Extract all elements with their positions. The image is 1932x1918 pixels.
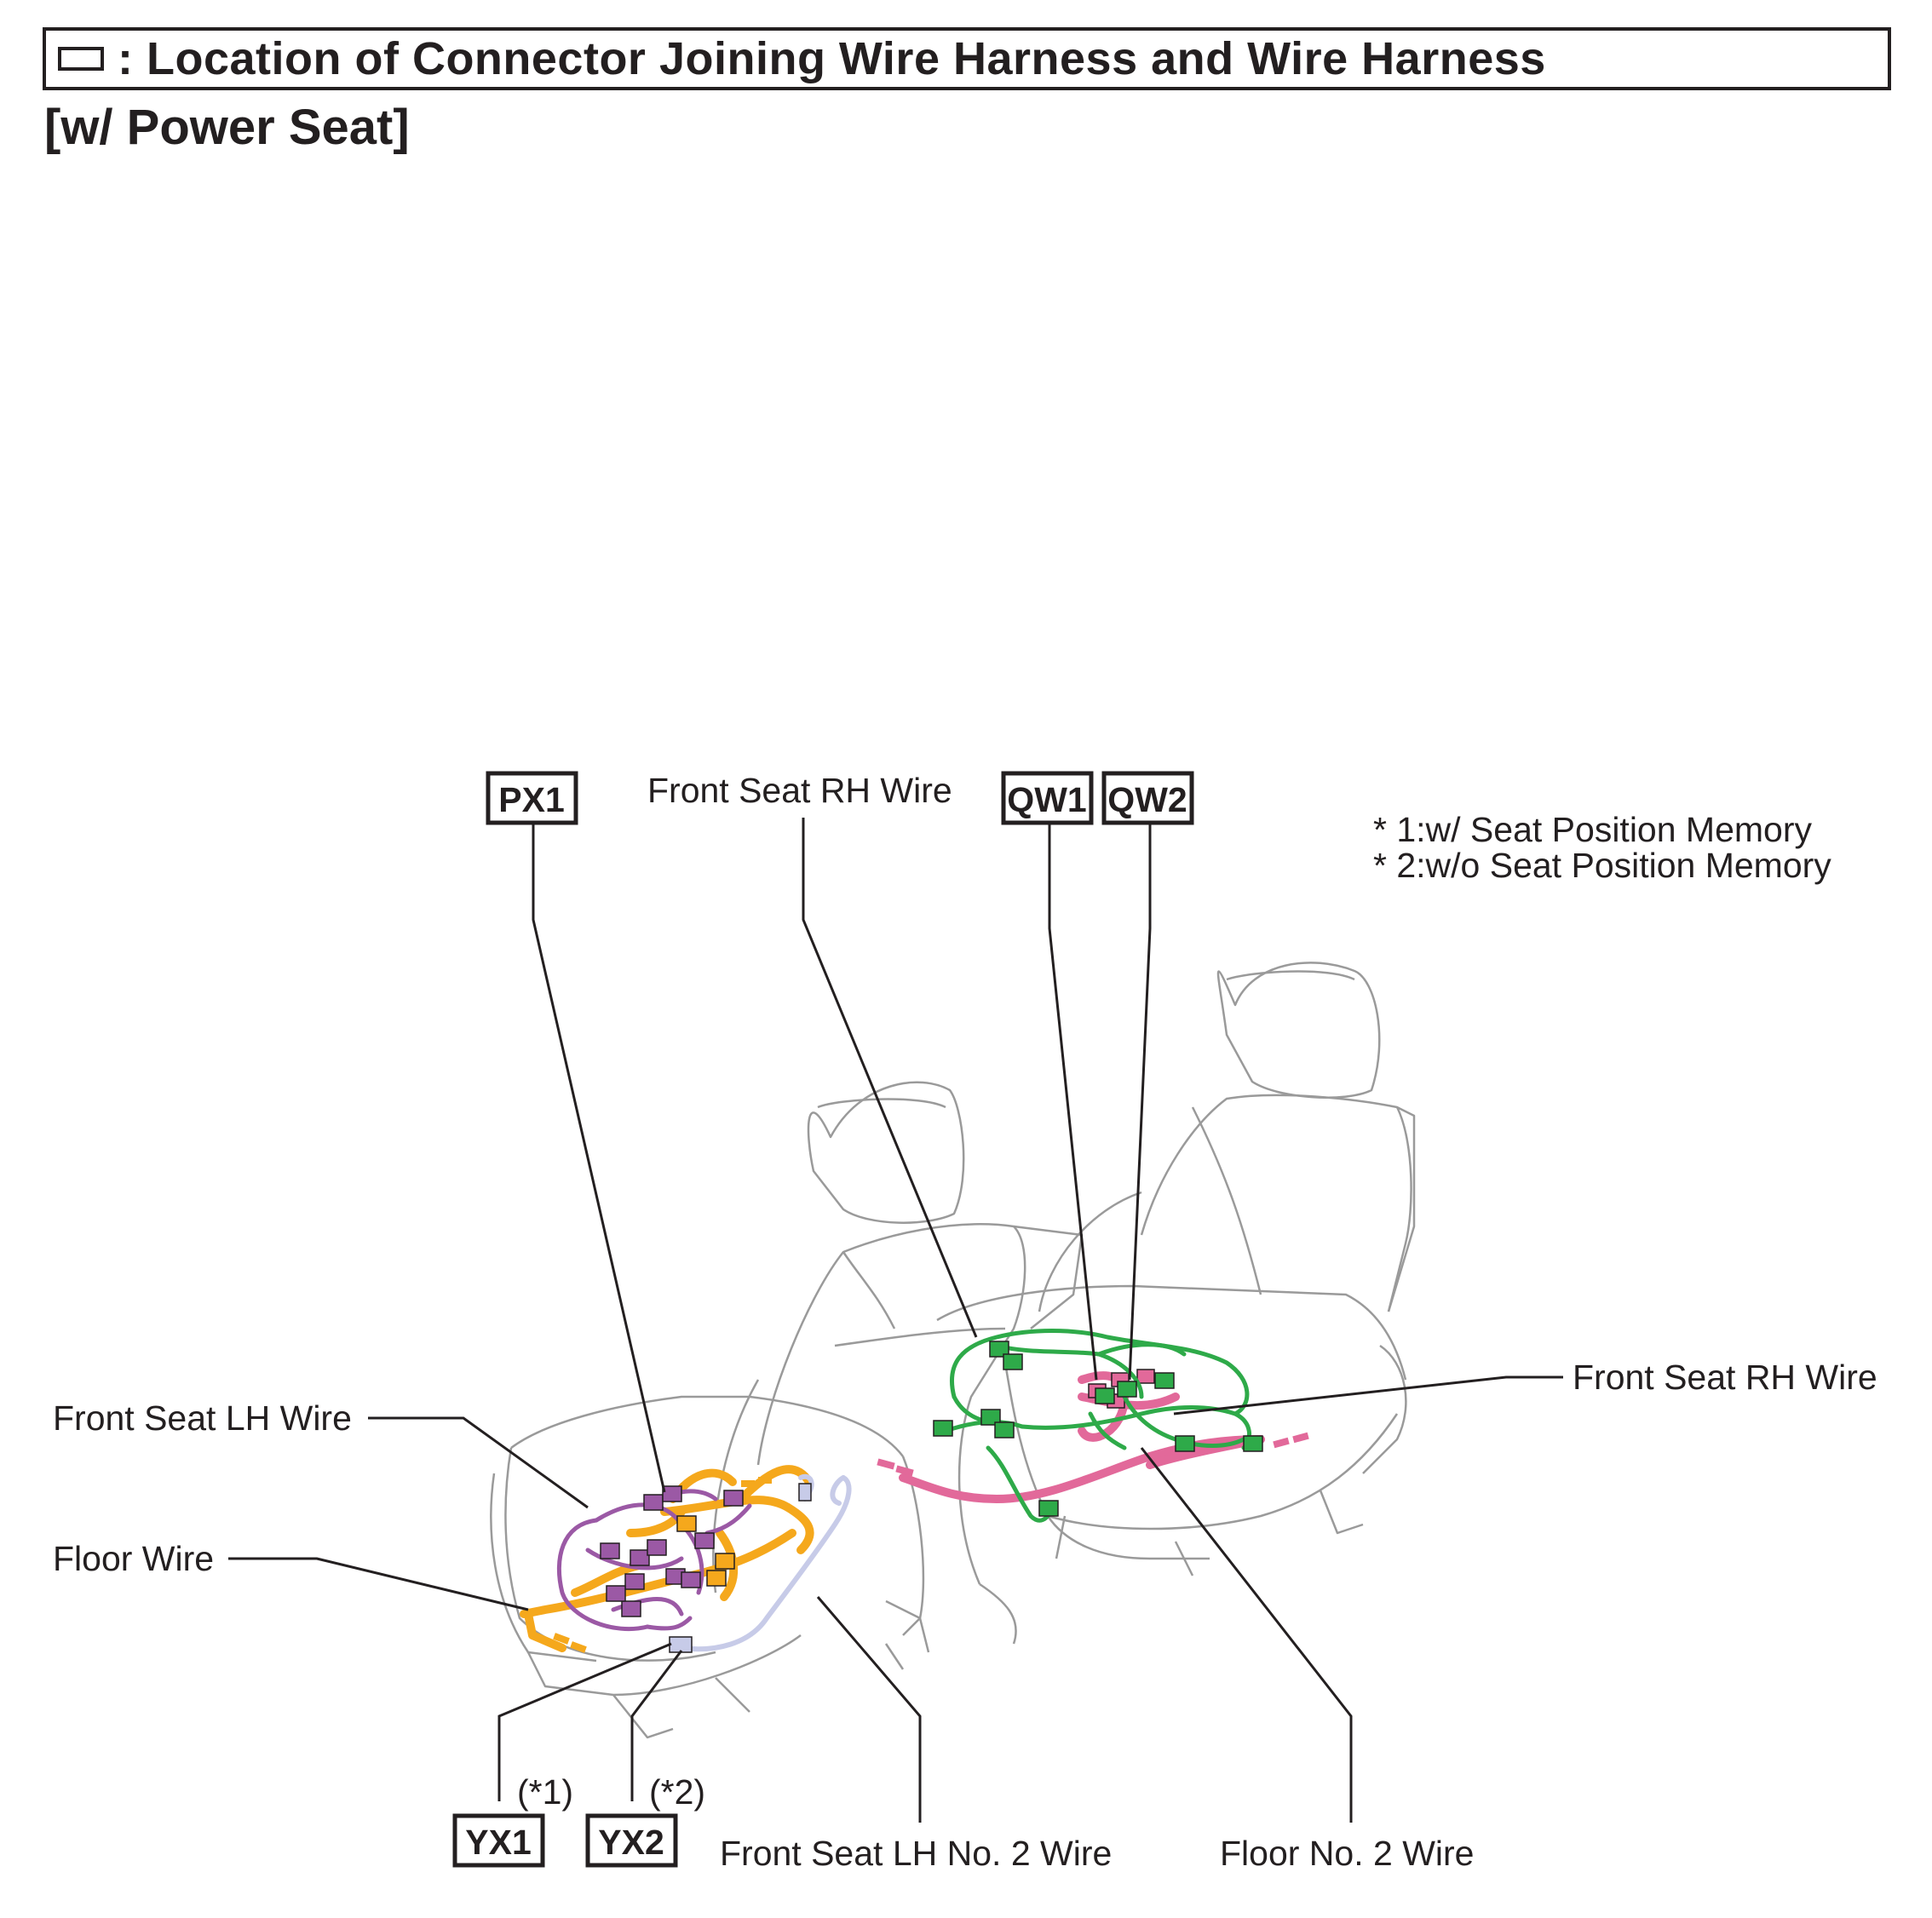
qw1-code-text: QW1	[1007, 780, 1086, 819]
yx2-note: (*2)	[649, 1772, 705, 1812]
qw1-connector-code: QW1	[1001, 771, 1094, 825]
yx2-connector-code: YX2	[585, 1813, 678, 1868]
header-title-box: : Location of Connector Joining Wire Har…	[43, 27, 1891, 90]
front-seat-rh-wire-top-leader	[802, 818, 978, 1338]
yx2-code-text: YX2	[598, 1823, 664, 1862]
px1-connector-code: PX1	[486, 771, 578, 825]
front-seat-lh-wire-harness	[556, 1489, 752, 1632]
label-front-seat-lh-wire: Front Seat LH Wire	[53, 1398, 352, 1438]
yx1-code-text: YX1	[465, 1823, 532, 1862]
page-title: : Location of Connector Joining Wire Har…	[118, 33, 1546, 84]
px1-leader	[532, 821, 666, 1493]
floor-wire-leader	[228, 1557, 529, 1611]
front-seat-lh-wire-connectors	[600, 1485, 744, 1617]
floor-no2-dashes	[877, 1432, 1309, 1477]
label-floor-no2-wire: Floor No. 2 Wire	[1220, 1834, 1474, 1873]
label-floor-wire: Floor Wire	[53, 1539, 214, 1578]
yx1-connector-code: YX1	[452, 1813, 545, 1868]
page-subtitle: [w/ Power Seat]	[44, 100, 410, 155]
right-seat-outline	[936, 962, 1416, 1576]
yx1-leader	[497, 1642, 672, 1801]
label-front-seat-rh-wire-right: Front Seat RH Wire	[1573, 1358, 1877, 1397]
floor-wire-connectors	[676, 1515, 735, 1587]
yx1-note: (*1)	[517, 1772, 573, 1812]
leader-lines	[228, 818, 1563, 1823]
front-seat-lh-wire-leader	[368, 1416, 589, 1509]
front-seat-rh-wire-harness	[943, 1329, 1252, 1523]
front-seat-lh-no2-wire-leader	[816, 1596, 922, 1823]
label-front-seat-rh-wire-top: Front Seat RH Wire	[647, 771, 952, 810]
qw2-code-text: QW2	[1107, 780, 1187, 819]
floor-no2-wire-harness	[899, 1371, 1265, 1503]
connector-location-box-icon	[58, 47, 104, 71]
label-front-seat-lh-no2-wire: Front Seat LH No. 2 Wire	[720, 1834, 1112, 1873]
floor-no2-wire-leader	[1140, 1447, 1353, 1823]
qw1-leader	[1048, 821, 1098, 1381]
yx2-leader	[630, 1650, 683, 1801]
note-seat-position-memory-2: * 2:w/o Seat Position Memory	[1373, 846, 1831, 885]
note-seat-position-memory-1: * 1:w/ Seat Position Memory	[1373, 810, 1812, 849]
qw2-connector-code: QW2	[1101, 771, 1194, 825]
front-seat-rh-wire-right-leader	[1173, 1375, 1563, 1416]
front-seat-rh-wire-connectors	[933, 1341, 1263, 1517]
floor-wire-dashes	[553, 1477, 772, 1653]
qw2-leader	[1128, 821, 1152, 1381]
px1-code-text: PX1	[498, 780, 565, 819]
